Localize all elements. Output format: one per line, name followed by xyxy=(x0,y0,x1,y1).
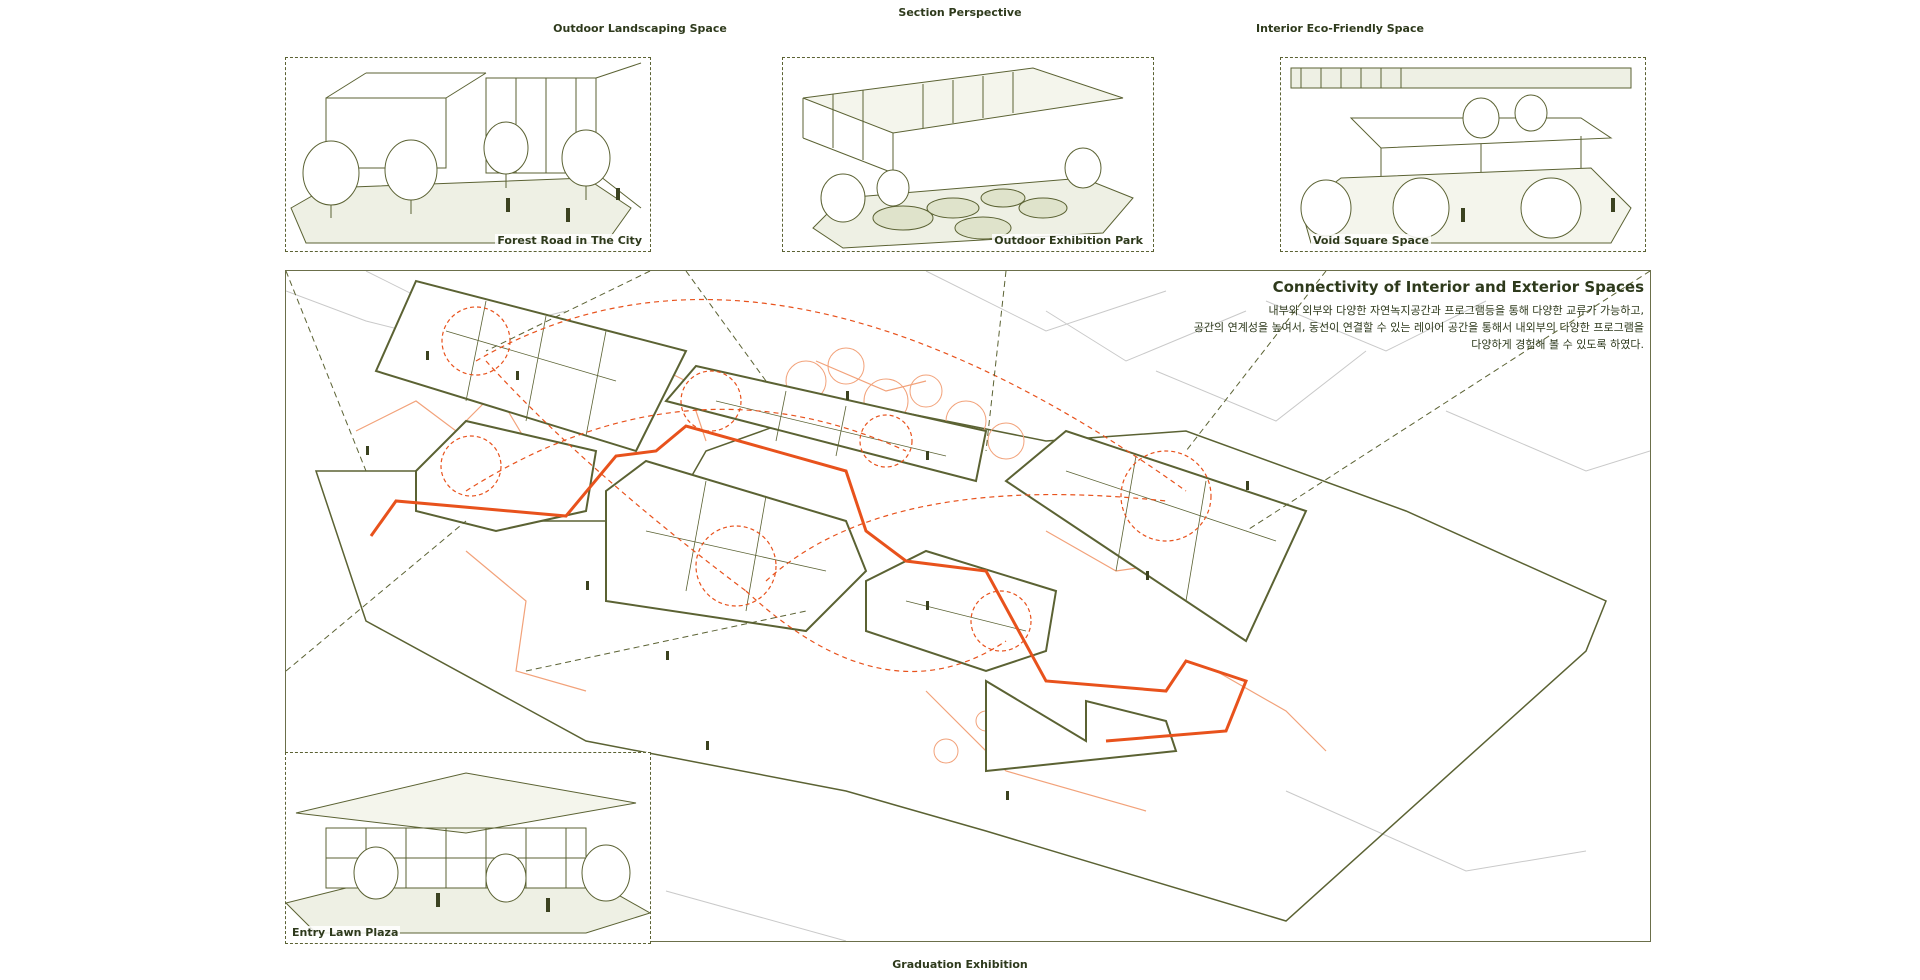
void-square-sketch xyxy=(1290,67,1632,244)
description-line-3: 다양하게 경험해 볼 수 있도록 하였다. xyxy=(1471,338,1644,351)
void-square-caption: Void Square Space xyxy=(1311,234,1431,247)
exhibition-park-caption: Outdoor Exhibition Park xyxy=(992,234,1145,247)
graduation-exhibition-label: Graduation Exhibition xyxy=(892,958,1028,971)
entry-lawn-caption: Entry Lawn Plaza xyxy=(290,926,401,939)
connection-arcs xyxy=(465,299,1187,673)
axonometric-plan xyxy=(286,271,1650,941)
interior-partitions xyxy=(445,300,1277,632)
building-blocks xyxy=(374,279,1308,773)
section-perspective-label: Section Perspective xyxy=(898,6,1022,19)
entry-lawn-sketch xyxy=(286,772,650,934)
connectivity-heading: Connectivity of Interior and Exterior Sp… xyxy=(1272,278,1644,296)
inset-exhibition-park: Outdoor Exhibition Park xyxy=(782,57,1154,252)
connectivity-description: 내부와 외부와 다양한 자연녹지공간과 프로그램등을 통해 다양한 교류가 가능… xyxy=(1124,302,1644,353)
exhibition-park-sketch xyxy=(802,67,1134,249)
leader-lines xyxy=(286,271,1650,672)
inset-entry-lawn: Entry Lawn Plaza xyxy=(285,752,651,944)
scale-figures xyxy=(366,351,1249,800)
inset-void-square: Void Square Space xyxy=(1280,57,1646,252)
forest-road-caption: Forest Road in The City xyxy=(495,234,644,247)
forest-road-sketch xyxy=(290,62,642,244)
focus-circles xyxy=(440,306,1212,652)
interior-eco-label: Interior Eco-Friendly Space xyxy=(1256,22,1424,35)
outdoor-landscaping-label: Outdoor Landscaping Space xyxy=(553,22,727,35)
circulation-route xyxy=(369,424,1248,743)
inset-forest-road: Forest Road in The City xyxy=(285,57,651,252)
description-line-1: 내부와 외부와 다양한 자연녹지공간과 프로그램등을 통해 다양한 교류가 가능… xyxy=(1268,304,1644,317)
main-plan-frame xyxy=(285,270,1651,942)
description-line-2: 공간의 연계성을 높여서, 동선이 연결할 수 있는 레이어 공간을 통해서 내… xyxy=(1193,321,1644,334)
